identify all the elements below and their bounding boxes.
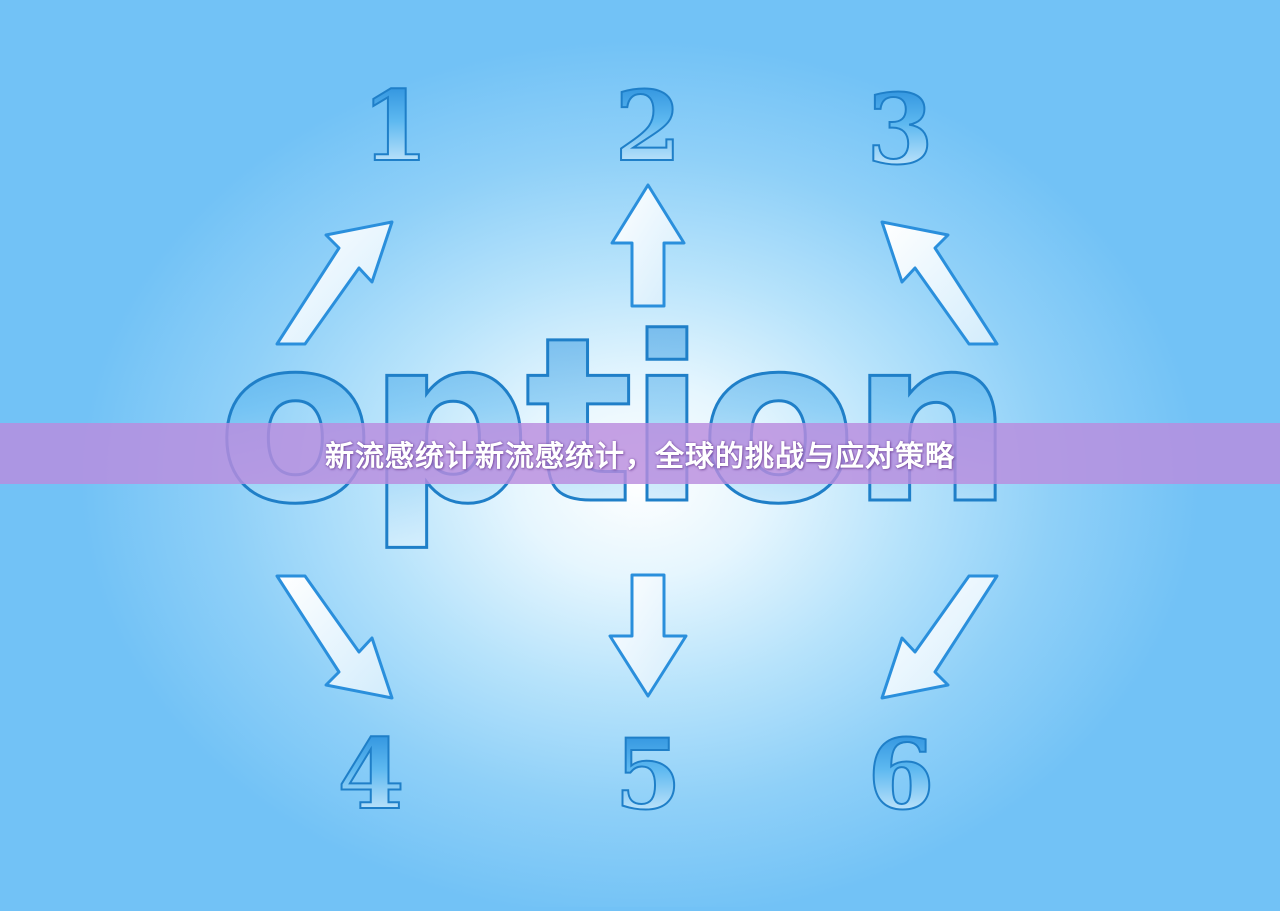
arrow-down-right-icon bbox=[880, 574, 999, 700]
title-banner: 新流感统计新流感统计，全球的挑战与应对策略 bbox=[0, 423, 1280, 484]
arrow-down-icon bbox=[608, 573, 688, 698]
number-5: 5 bbox=[615, 718, 682, 831]
number-4: 4 bbox=[338, 718, 405, 831]
arrow-up-right-icon bbox=[880, 220, 999, 346]
arrow-up-icon bbox=[610, 183, 686, 308]
arrow-up-left-icon bbox=[275, 220, 394, 346]
number-1: 1 bbox=[362, 70, 429, 183]
option-word: option bbox=[217, 288, 1007, 554]
number-6: 6 bbox=[868, 718, 935, 831]
number-3: 3 bbox=[867, 73, 934, 186]
arrow-down-left-icon bbox=[275, 574, 394, 700]
banner-title: 新流感统计新流感统计，全球的挑战与应对策略 bbox=[324, 438, 955, 473]
number-2: 2 bbox=[615, 70, 682, 183]
